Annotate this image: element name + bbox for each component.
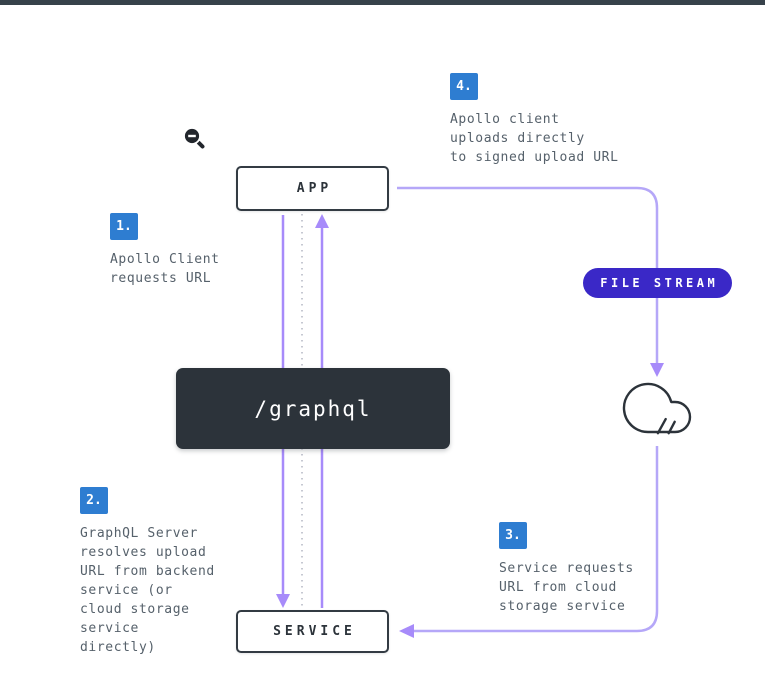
step-3-text: Service requests URL from cloud storage … bbox=[499, 561, 634, 614]
file-stream-badge: FILE STREAM bbox=[583, 268, 732, 298]
step-1-badge: 1. bbox=[110, 213, 138, 240]
upload-path bbox=[397, 186, 664, 377]
app-node-label: APP bbox=[296, 181, 333, 196]
step-2: 2. GraphQL Server resolves upload URL fr… bbox=[80, 487, 250, 657]
step-2-text: GraphQL Server resolves upload URL from … bbox=[80, 526, 215, 655]
service-node: SERVICE bbox=[236, 610, 389, 653]
graphql-endpoint-node: /graphql bbox=[176, 368, 450, 449]
app-node: APP bbox=[236, 166, 389, 211]
step-3-badge: 3. bbox=[499, 522, 527, 549]
step-4-text: Apollo client uploads directly to signed… bbox=[450, 112, 619, 165]
step-1-text: Apollo Client requests URL bbox=[110, 252, 220, 286]
step-2-badge: 2. bbox=[80, 487, 108, 514]
graphql-endpoint-label: /graphql bbox=[254, 396, 372, 421]
step-4-badge: 4. bbox=[450, 73, 478, 100]
zoom-out-cursor-icon bbox=[182, 126, 209, 159]
cloud-icon bbox=[617, 372, 697, 448]
step-1: 1. Apollo Client requests URL bbox=[110, 213, 300, 288]
service-request-path bbox=[399, 446, 659, 638]
service-node-label: SERVICE bbox=[273, 624, 356, 639]
step-3: 3. Service requests URL from cloud stora… bbox=[499, 522, 689, 616]
window-top-bar bbox=[0, 0, 765, 5]
file-stream-label: FILE STREAM bbox=[600, 276, 719, 290]
step-4: 4. Apollo client uploads directly to sig… bbox=[450, 73, 680, 167]
